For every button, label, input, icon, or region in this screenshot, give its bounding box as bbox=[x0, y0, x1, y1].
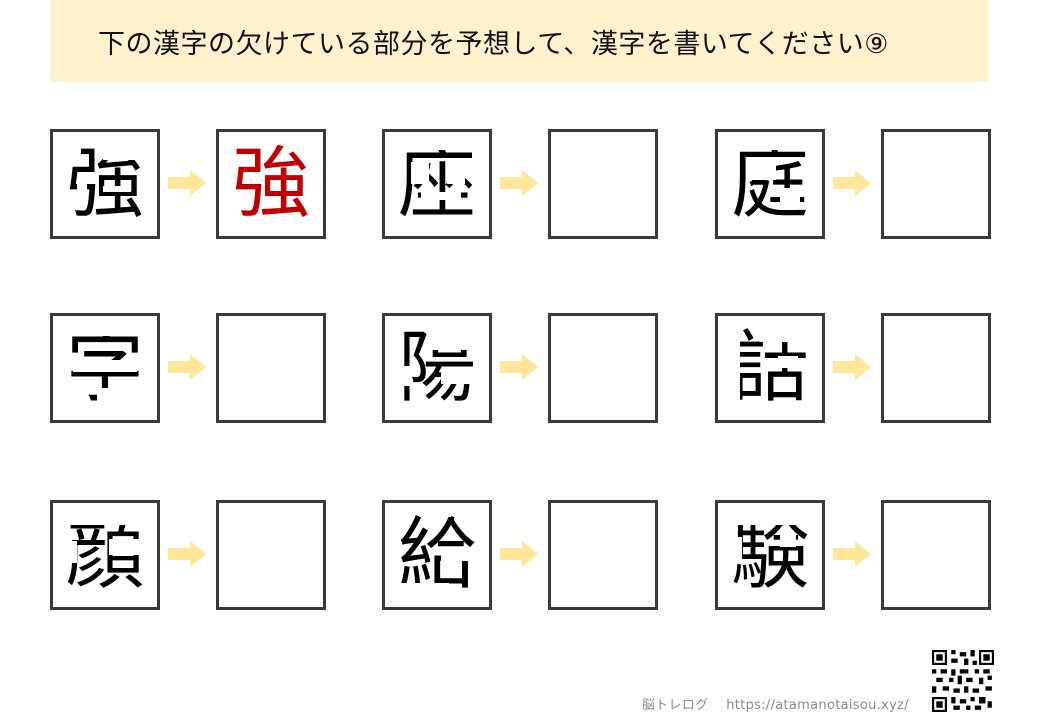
partial-kanji-3: 庭 bbox=[730, 139, 809, 229]
answer-kanji-4 bbox=[219, 316, 323, 420]
arrow-right-icon bbox=[833, 170, 871, 196]
answer-kanji-8 bbox=[551, 503, 655, 607]
answer-box-3[interactable] bbox=[881, 129, 991, 239]
answer-box-9[interactable] bbox=[881, 500, 991, 610]
partial-kanji-9: 験 bbox=[730, 510, 809, 600]
puzzle-box-1: 強 bbox=[50, 129, 160, 239]
arrow-right-icon bbox=[168, 541, 206, 567]
footer-url[interactable]: https://atamanotaisou.xyz/ bbox=[726, 698, 909, 713]
partial-kanji-2: 座 bbox=[397, 139, 476, 229]
arrow-right-icon bbox=[500, 354, 538, 380]
arrow-right-icon bbox=[500, 170, 538, 196]
qr-code-icon[interactable] bbox=[932, 650, 994, 712]
answer-kanji-2 bbox=[551, 132, 655, 236]
arrow-right-icon bbox=[168, 170, 206, 196]
arrow-right-icon bbox=[500, 541, 538, 567]
puzzle-box-3: 庭 bbox=[715, 129, 825, 239]
partial-kanji-6: 話 bbox=[730, 323, 809, 413]
partial-kanji-7: 顔 bbox=[65, 510, 144, 600]
answer-kanji-5 bbox=[551, 316, 655, 420]
footer-brand: 脳トレログ bbox=[642, 698, 709, 713]
answer-box-6[interactable] bbox=[881, 313, 991, 423]
arrow-right-icon bbox=[168, 354, 206, 380]
puzzle-box-7: 顔 bbox=[50, 500, 160, 610]
answer-box-4[interactable] bbox=[216, 313, 326, 423]
puzzle-box-9: 験 bbox=[715, 500, 825, 610]
instruction-banner: 下の漢字の欠けている部分を予想して、漢字を書いてください⑨ bbox=[50, 0, 989, 82]
answer-box-7[interactable] bbox=[216, 500, 326, 610]
puzzle-box-2: 座 bbox=[382, 129, 492, 239]
arrow-right-icon bbox=[833, 541, 871, 567]
puzzle-box-5: 陽 bbox=[382, 313, 492, 423]
answer-box-5[interactable] bbox=[548, 313, 658, 423]
puzzle-box-4: 字 bbox=[50, 313, 160, 423]
puzzle-box-6: 話 bbox=[715, 313, 825, 423]
arrow-right-icon bbox=[833, 354, 871, 380]
answer-kanji-7 bbox=[219, 503, 323, 607]
answer-kanji-6 bbox=[884, 316, 988, 420]
answer-kanji-3 bbox=[884, 132, 988, 236]
answer-kanji-9 bbox=[884, 503, 988, 607]
answer-kanji-1: 強 bbox=[231, 139, 310, 229]
answer-box-2[interactable] bbox=[548, 129, 658, 239]
instruction-text: 下の漢字の欠けている部分を予想して、漢字を書いてください⑨ bbox=[98, 29, 889, 60]
answer-box-1[interactable]: 強 bbox=[216, 129, 326, 239]
puzzle-box-8: 給 bbox=[382, 500, 492, 610]
answer-box-8[interactable] bbox=[548, 500, 658, 610]
footer-credit: 脳トレログ https://atamanotaisou.xyz/ bbox=[642, 694, 909, 713]
